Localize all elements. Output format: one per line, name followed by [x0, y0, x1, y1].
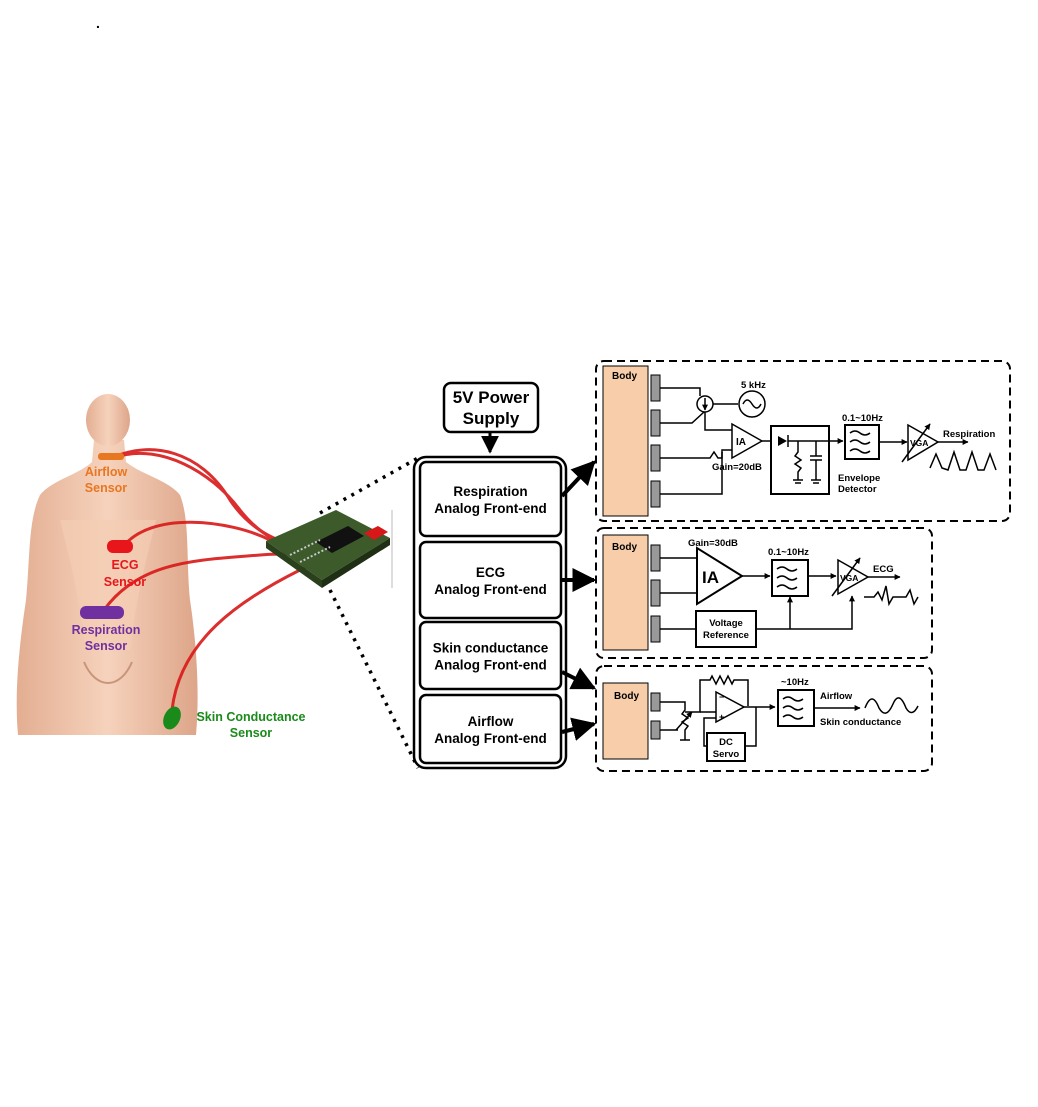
respiration-sensor-icon — [80, 606, 124, 619]
skin-waveform — [864, 697, 919, 714]
dc-servo-box — [706, 732, 746, 762]
frontend-box-2 — [418, 620, 563, 691]
resp-waveform — [929, 449, 997, 471]
arrow-airflow — [561, 717, 597, 741]
ecg-panel: Body IA Gain=30dB 0.1~10Hz VGA ECG Volta… — [595, 527, 933, 659]
ecg-sensor-icon — [107, 540, 133, 553]
frontend-box-1 — [418, 540, 563, 620]
resp-body-pad — [602, 365, 649, 517]
skin-body-pad — [602, 682, 649, 760]
skin-sensor-icon — [163, 706, 181, 730]
resp-filter-label: 0.1~10Hz — [842, 413, 883, 424]
ecg-body-label: Body — [612, 542, 637, 553]
pcb-board — [266, 510, 393, 588]
opamp-plus: + — [719, 712, 724, 722]
airflow-sensor-icon — [98, 453, 124, 460]
power-supply-box — [442, 381, 540, 434]
mannequin-figure — [16, 394, 198, 735]
resp-ia-label: IA — [736, 437, 746, 448]
ecg-gain-label: Gain=30dB — [688, 538, 738, 549]
stray-dot: . — [96, 15, 100, 31]
arrow-respiration — [560, 460, 596, 498]
ecg-waveform — [864, 585, 919, 607]
resp-ia-amp — [731, 422, 764, 460]
ecg-vga-label: VGA — [840, 573, 858, 583]
skin-output-conductance: Skin conductance — [820, 717, 901, 728]
arrow-skin — [561, 667, 597, 690]
opamp-minus: − — [719, 692, 724, 702]
skin-body-label: Body — [614, 691, 639, 702]
ecg-filter-label: 0.1~10Hz — [768, 547, 809, 558]
resp-filter-box — [844, 424, 880, 460]
zoom-line-top — [319, 456, 419, 515]
ecg-body-pad — [602, 534, 649, 651]
ecg-ia-amp — [696, 546, 744, 606]
skin-filter-label: ~10Hz — [781, 677, 809, 688]
ecg-output-label: ECG — [873, 564, 894, 575]
resp-gain-label: Gain=20dB — [712, 462, 762, 473]
osc-freq-label: 5 kHz — [741, 380, 766, 391]
frontend-box-0 — [418, 460, 563, 538]
resp-vga-label: VGA — [910, 438, 928, 448]
zoom-line-bottom — [328, 589, 420, 769]
resp-output-label: Respiration — [943, 429, 995, 440]
skin-output-airflow: Airflow — [820, 691, 853, 702]
ecg-ia-label: IA — [702, 568, 719, 587]
skin-opamp — [715, 690, 746, 724]
resp-body-label: Body — [612, 371, 637, 382]
voltage-reference-box — [695, 610, 757, 648]
frontend-box-3 — [418, 693, 563, 765]
